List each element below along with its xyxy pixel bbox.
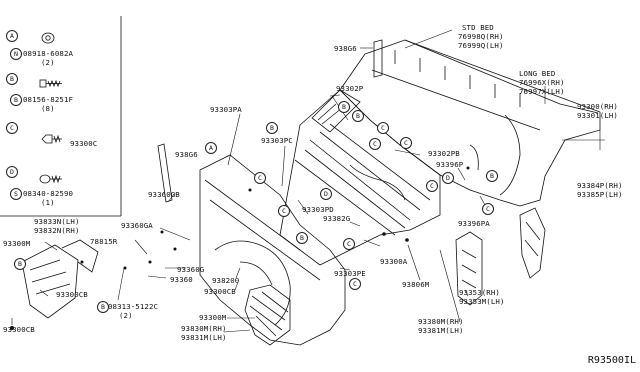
label-93360g: 93360G bbox=[177, 265, 205, 274]
callout-diagram-b1: B bbox=[266, 122, 278, 134]
nut-icon bbox=[41, 32, 55, 44]
callout-c: C bbox=[6, 122, 18, 134]
label-76998q: 76998Q(RH) bbox=[458, 32, 504, 41]
qty-a: (2) bbox=[41, 58, 55, 67]
label-93381m: 93381M(LH) bbox=[418, 326, 464, 335]
label-93353-rh: 93353(RH) bbox=[459, 288, 500, 297]
screw-d-icon bbox=[39, 174, 62, 184]
label-938200: 938200 bbox=[212, 276, 240, 285]
brace-938g6-top bbox=[373, 39, 383, 78]
clip-c-icon bbox=[41, 134, 62, 144]
label-93303pd: 93303PD bbox=[302, 205, 334, 214]
label-78815r: 78815R bbox=[90, 237, 118, 246]
prefix-b: B bbox=[10, 94, 22, 106]
label-93360gb: 93360GB bbox=[148, 190, 180, 199]
part-08340-82590: 08340-82590 bbox=[23, 189, 74, 198]
label-76996x: 76996X(RH) bbox=[519, 78, 565, 87]
label-93832n: 93832N(RH) bbox=[34, 226, 80, 235]
callout-diagram-c4: C bbox=[400, 137, 412, 149]
label-93831m: 93831M(LH) bbox=[181, 333, 227, 342]
label-93385p: 93385P(LH) bbox=[577, 190, 623, 199]
label-08313-qty: (2) bbox=[119, 311, 133, 320]
label-93300-rh: 93300(RH) bbox=[577, 102, 618, 111]
part-93300c: 93300C bbox=[70, 139, 98, 148]
label-93384p: 93384P(RH) bbox=[577, 181, 623, 190]
leader-lines bbox=[11, 29, 605, 333]
callout-diagram-d1: D bbox=[320, 188, 332, 200]
callout-diagram-c6: C bbox=[426, 180, 438, 192]
reference-code: R93500IL bbox=[587, 355, 636, 366]
label-93300m-bottom: 93300M bbox=[199, 313, 227, 322]
label-93300cb-mid: 93300CB bbox=[204, 287, 236, 296]
callout-diagram-c8: C bbox=[343, 238, 355, 250]
label-93303pa: 93303PA bbox=[210, 105, 242, 114]
label-938g6-left: 938G6 bbox=[175, 150, 198, 159]
qty-d: (1) bbox=[41, 198, 55, 207]
callout-diagram-b5: B bbox=[296, 232, 308, 244]
qty-b: (8) bbox=[41, 104, 55, 113]
label-938g6-top: 938G6 bbox=[334, 44, 357, 53]
label-76999q: 76999Q(LH) bbox=[458, 41, 504, 50]
bracket-93384p bbox=[519, 207, 546, 279]
label-93830m: 93830M(RH) bbox=[181, 324, 227, 333]
callout-b: B bbox=[6, 73, 18, 85]
callout-diagram-a1: A bbox=[205, 142, 217, 154]
bracket-93353 bbox=[455, 231, 483, 306]
callout-diagram-c1: C bbox=[254, 172, 266, 184]
callout-a: A bbox=[6, 30, 18, 42]
label-93396p: 93396P bbox=[436, 160, 464, 169]
callout-diagram-d2: D bbox=[442, 172, 454, 184]
callout-diagram-c2: C bbox=[377, 122, 389, 134]
brace-938g6-left bbox=[157, 143, 173, 203]
label-93303pc: 93303PC bbox=[261, 136, 293, 145]
label-93302pb: 93302PB bbox=[428, 149, 460, 158]
callout-b-08313: B bbox=[97, 301, 109, 313]
label-93833n: 93833N(LH) bbox=[34, 217, 80, 226]
label-93360: 93360 bbox=[170, 275, 193, 284]
label-93301-lh: 93301(LH) bbox=[577, 111, 618, 120]
wheel-house-liner bbox=[244, 284, 291, 346]
callout-diagram-c5: C bbox=[482, 203, 494, 215]
label-long-bed: LONG BED bbox=[519, 69, 556, 78]
label-93300m-left: 93300M bbox=[3, 239, 31, 248]
label-93300cb-bottom: 93300CB bbox=[3, 325, 35, 334]
label-76997x: 76997X(LH) bbox=[519, 87, 565, 96]
label-93303pe: 93303PE bbox=[334, 269, 366, 278]
callout-d: D bbox=[6, 166, 18, 178]
callout-diagram-c3: C bbox=[369, 138, 381, 150]
part-08918-6082a: 08918-6082A bbox=[23, 49, 74, 58]
prefix-s: S bbox=[10, 188, 22, 200]
label-93806m: 93806M bbox=[402, 280, 430, 289]
label-93382g: 93382G bbox=[323, 214, 351, 223]
part-08156-8251f: 08156-8251F bbox=[23, 95, 74, 104]
callout-diagram-b4: B bbox=[352, 110, 364, 122]
label-93396pa: 93396PA bbox=[458, 219, 490, 228]
label-93302p: 93302P bbox=[336, 84, 364, 93]
label-93300cb-left: 93300CB bbox=[56, 290, 88, 299]
bracket-93300m bbox=[21, 239, 99, 319]
label-93360ga: 93360GA bbox=[121, 221, 153, 230]
label-93353m-lh: 93353M(LH) bbox=[459, 297, 505, 306]
label-08313-5122c: 08313-5122C bbox=[108, 302, 159, 311]
label-93300a: 93300A bbox=[380, 257, 408, 266]
bed-side-panel-lh bbox=[199, 154, 346, 346]
fastener-dots bbox=[10, 166, 470, 330]
callout-diagram-c9: C bbox=[349, 278, 361, 290]
bolt-b-icon bbox=[39, 79, 62, 88]
prefix-n: N bbox=[10, 48, 22, 60]
callout-diagram-b2: B bbox=[338, 101, 350, 113]
label-93380m: 93380M(RH) bbox=[418, 317, 464, 326]
callout-diagram-c7: C bbox=[278, 205, 290, 217]
label-std-bed: STD BED bbox=[462, 23, 494, 32]
callout-diagram-b3: B bbox=[486, 170, 498, 182]
callout-diagram-b6: B bbox=[14, 258, 26, 270]
